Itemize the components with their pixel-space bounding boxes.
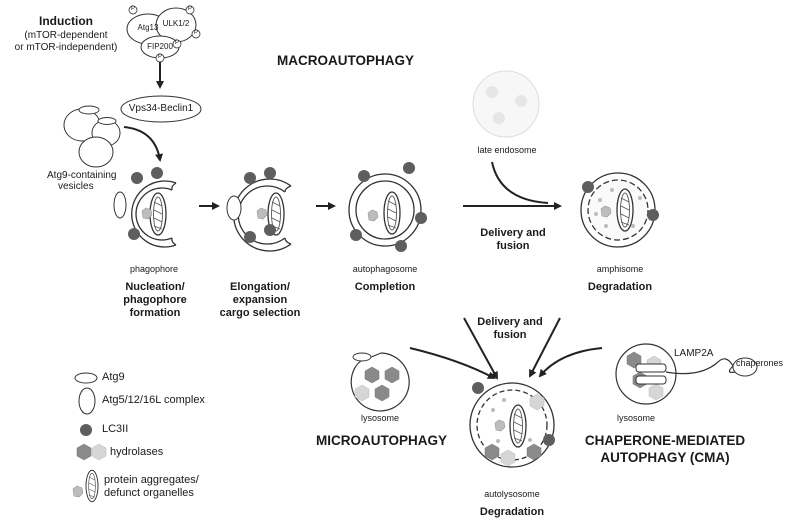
chaperones-label: chaperones xyxy=(736,358,784,368)
cma-lysosome xyxy=(615,343,758,405)
delivery-fusion-2-line1: Delivery and xyxy=(477,316,543,328)
legend-hydrolases-label: hydrolases xyxy=(110,446,164,458)
phospho-label: P xyxy=(174,40,179,46)
delivery-fusion-line2: fusion xyxy=(496,240,530,252)
atg5-complex-legend-icon xyxy=(78,387,96,415)
atg9-vesicles-line2: vesicles xyxy=(58,181,94,192)
micro-lysosome xyxy=(350,352,410,412)
phospho-label: P xyxy=(187,6,192,12)
macroautophagy-title: MACROAUTOPHAGY xyxy=(277,53,415,68)
ulk-label: ULK1/2 xyxy=(162,19,190,28)
phospho-label: P xyxy=(193,30,198,36)
chaperone-protein xyxy=(732,357,758,377)
legend-atg9-label: Atg9 xyxy=(102,371,125,383)
cma-title-line2: AUTOPHAGY (CMA) xyxy=(600,450,730,465)
late-endosome-label: late endosome xyxy=(477,145,537,155)
vps34-label: Vps34-Beclin1 xyxy=(128,103,194,114)
legend-atg5-label: Atg5/12/16L complex xyxy=(102,394,205,406)
step-elongation-line1: Elongation/ xyxy=(230,281,290,293)
arrow-cma-to-autolysosome xyxy=(538,347,603,378)
induction-title: Induction xyxy=(39,14,93,28)
mitochondrion-legend-icon xyxy=(85,469,99,503)
phagophore-label: phagophore xyxy=(129,264,179,274)
vps34-beclin1-complex xyxy=(120,95,202,123)
step-nucleation-line1: Nucleation/ xyxy=(125,281,185,293)
arrow-micro-to-autolysosome xyxy=(409,347,496,379)
amphisome xyxy=(580,172,659,248)
lamp2a-label: LAMP2A xyxy=(674,348,714,359)
delivery-fusion-2-line2: fusion xyxy=(493,329,527,341)
atg9-vesicles xyxy=(63,105,121,168)
autophagosome-label: autophagosome xyxy=(352,264,418,274)
legend-protein-line1: protein aggregates/ xyxy=(104,474,199,486)
atg9-vesicles-line1: Atg9-containing xyxy=(47,170,117,181)
micro-lysosome-label: lysosome xyxy=(360,413,399,423)
arrow-autophagosome-to-autolysosome xyxy=(463,317,498,380)
induction-line2: or mTOR-independent) xyxy=(14,42,118,53)
legend xyxy=(72,372,107,503)
fip200-label: FIP200 xyxy=(147,42,173,51)
phospho-label: P xyxy=(130,6,135,12)
step-nucleation-line3: formation xyxy=(129,307,181,319)
vps34-arrow xyxy=(123,126,163,162)
step-elongation-line3: cargo selection xyxy=(219,307,301,319)
aggregate-legend-icon xyxy=(72,485,84,498)
legend-protein-line2: defunct organelles xyxy=(104,487,194,499)
hydrolase-light-legend-icon xyxy=(91,443,107,461)
delivery-fusion-line1: Delivery and xyxy=(480,227,546,239)
phospho-label: P xyxy=(157,54,162,60)
legend-lc3-label: LC3II xyxy=(102,423,129,435)
lc3-legend-icon xyxy=(80,424,92,436)
cma-title-line1: CHAPERONE-MEDIATED xyxy=(584,433,746,448)
cma-lysosome-label: lysosome xyxy=(616,413,655,423)
autolysosome-label: autolysosome xyxy=(484,489,540,499)
step-degradation-amphisome: Degradation xyxy=(587,281,653,293)
late-endosome xyxy=(472,70,540,138)
step-elongation-line2: expansion xyxy=(232,294,288,306)
lamp2a-receptor xyxy=(635,363,667,373)
phagophore xyxy=(113,167,177,248)
substrate-chain xyxy=(665,358,736,375)
atg13-label: Atg13 xyxy=(137,23,159,32)
microautophagy-title: MICROAUTOPHAGY xyxy=(316,433,448,448)
autophagosome xyxy=(348,162,427,252)
induction-line1: (mTOR-dependent xyxy=(24,30,108,41)
step-completion: Completion xyxy=(354,281,416,293)
autolysosome xyxy=(469,382,555,468)
step-nucleation-line2: phagophore xyxy=(123,294,187,306)
atg9-legend-icon xyxy=(74,372,98,384)
endosome-fusion-line xyxy=(491,161,549,204)
elongating-phagophore xyxy=(226,167,292,252)
arrow-amphisome-to-autolysosome xyxy=(529,317,561,378)
ulk-complex xyxy=(126,5,201,63)
amphisome-label: amphisome xyxy=(596,264,644,274)
step-degradation-autolysosome: Degradation xyxy=(479,506,545,518)
hydrolase-dark-legend-icon xyxy=(76,443,92,461)
